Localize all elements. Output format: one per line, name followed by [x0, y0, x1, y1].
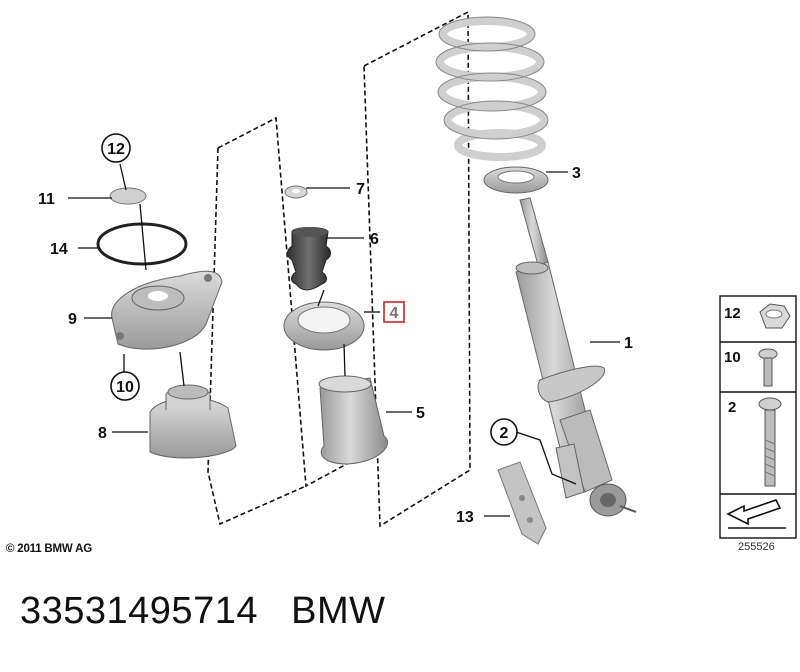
bump-stop-part — [287, 227, 331, 291]
callout-7: 7 — [356, 181, 365, 198]
callout-6: 6 — [370, 231, 379, 248]
callout-2-circle — [490, 418, 518, 446]
callout-10: 10 — [116, 379, 134, 396]
coil-spring — [436, 17, 548, 161]
callout-3: 3 — [572, 165, 581, 182]
washer-part — [284, 185, 308, 199]
protection-tube-part — [318, 375, 389, 465]
callout-12-circle — [101, 133, 131, 163]
callout-2: 2 — [500, 425, 509, 442]
arrow-icon — [726, 499, 786, 529]
assembly-frame-right — [363, 10, 471, 528]
callout-9: 9 — [68, 311, 77, 328]
part-number: 33531495714 — [20, 590, 258, 632]
assembly-frame-left — [207, 116, 381, 526]
legend-label-2: 2 — [728, 399, 736, 416]
support-bearing-part — [111, 270, 223, 350]
part-footer: 33531495714 BMW — [20, 590, 386, 633]
hex-nut-icon — [759, 303, 791, 329]
callout-1: 1 — [624, 335, 633, 352]
legend-label-10: 10 — [724, 349, 741, 366]
spring-pad-part — [483, 166, 549, 194]
hex-nut-small-part — [109, 187, 147, 205]
callout-12: 12 — [107, 141, 125, 158]
callout-4: 4 — [390, 305, 399, 322]
leader-lines — [68, 163, 620, 517]
mounting-cup-part — [149, 384, 237, 459]
callout-13: 13 — [456, 509, 474, 526]
diagram-number: 255526 — [738, 541, 775, 553]
callout-14: 14 — [50, 241, 68, 258]
fastener-legend: 12 10 2 — [719, 295, 797, 539]
bracket-part — [555, 443, 585, 499]
copyright-text: © 2011 BMW AG — [6, 543, 92, 555]
callout-11: 11 — [38, 191, 55, 208]
callout-4-highlight — [383, 301, 405, 323]
sensor-bracket-part — [497, 461, 547, 545]
brand-name: BMW — [291, 590, 386, 632]
callout-8: 8 — [98, 425, 107, 442]
callout-10-circle — [110, 371, 140, 401]
support-ring-part — [283, 301, 365, 351]
long-bolt-icon — [758, 397, 782, 487]
legend-label-12: 12 — [724, 305, 741, 322]
shock-absorber-part — [515, 197, 637, 517]
short-bolt-icon — [758, 348, 778, 387]
callout-5: 5 — [416, 405, 425, 422]
